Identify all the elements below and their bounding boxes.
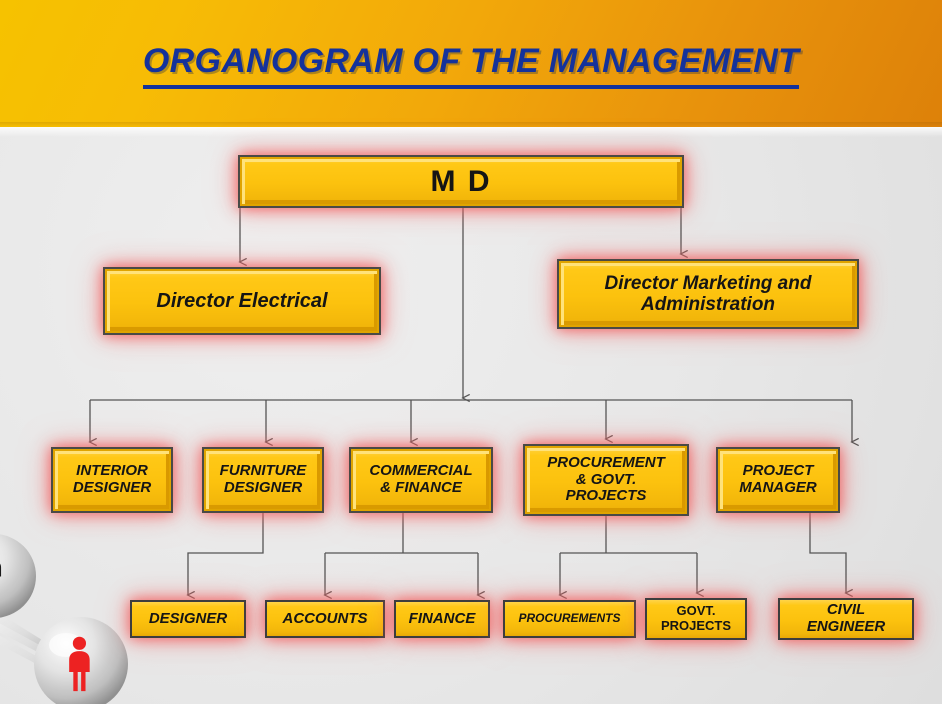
- node-interior-designer-label: INTERIOR DESIGNER: [72, 462, 152, 496]
- node-md[interactable]: M D: [238, 155, 684, 208]
- node-govt-projects-label: GOVT. PROJECTS: [660, 603, 732, 633]
- node-accounts-label: ACCOUNTS: [282, 609, 368, 627]
- node-finance-label: FINANCE: [408, 609, 476, 627]
- node-director-marketing-administration[interactable]: Director Marketing and Administration: [557, 259, 859, 329]
- node-furniture-designer-label: FURNITURE DESIGNER: [219, 462, 307, 496]
- node-procurements[interactable]: PROCUREMENTS: [503, 600, 636, 638]
- node-procurements-label: PROCUREMENTS: [518, 611, 621, 626]
- node-civil-engineer[interactable]: CIVIL ENGINEER: [778, 598, 914, 640]
- page-title: ORGANOGRAM OF THE MANAGEMENT: [0, 42, 942, 89]
- node-interior-designer[interactable]: INTERIOR DESIGNER: [51, 447, 173, 513]
- node-procurement-and-govt-projects-label: PROCUREMENT & GOVT. PROJECTS: [547, 453, 665, 505]
- node-designer-label: DESIGNER: [148, 609, 228, 627]
- node-commercial-and-finance-label: COMMERCIAL & FINANCE: [369, 462, 473, 496]
- node-finance[interactable]: FINANCE: [394, 600, 490, 638]
- node-accounts[interactable]: ACCOUNTS: [265, 600, 385, 638]
- node-md-label: M D: [430, 164, 492, 198]
- node-director-marketing-administration-label: Director Marketing and Administration: [604, 272, 812, 315]
- node-project-manager-label: PROJECT MANAGER: [739, 462, 817, 496]
- node-govt-projects[interactable]: GOVT. PROJECTS: [645, 598, 747, 640]
- body-top-sheen: [0, 127, 942, 137]
- node-director-electrical-label: Director Electrical: [156, 289, 328, 312]
- node-director-electrical[interactable]: Director Electrical: [103, 267, 381, 335]
- node-commercial-and-finance[interactable]: COMMERCIAL & FINANCE: [349, 447, 493, 513]
- page-title-text: ORGANOGRAM OF THE MANAGEMENT: [142, 42, 800, 89]
- node-civil-engineer-label: CIVIL ENGINEER: [806, 601, 886, 635]
- node-furniture-designer[interactable]: FURNITURE DESIGNER: [202, 447, 324, 513]
- node-designer[interactable]: DESIGNER: [130, 600, 246, 638]
- node-procurement-and-govt-projects[interactable]: PROCUREMENT & GOVT. PROJECTS: [523, 444, 689, 516]
- node-project-manager[interactable]: PROJECT MANAGER: [716, 447, 840, 513]
- title-banner: [0, 0, 942, 127]
